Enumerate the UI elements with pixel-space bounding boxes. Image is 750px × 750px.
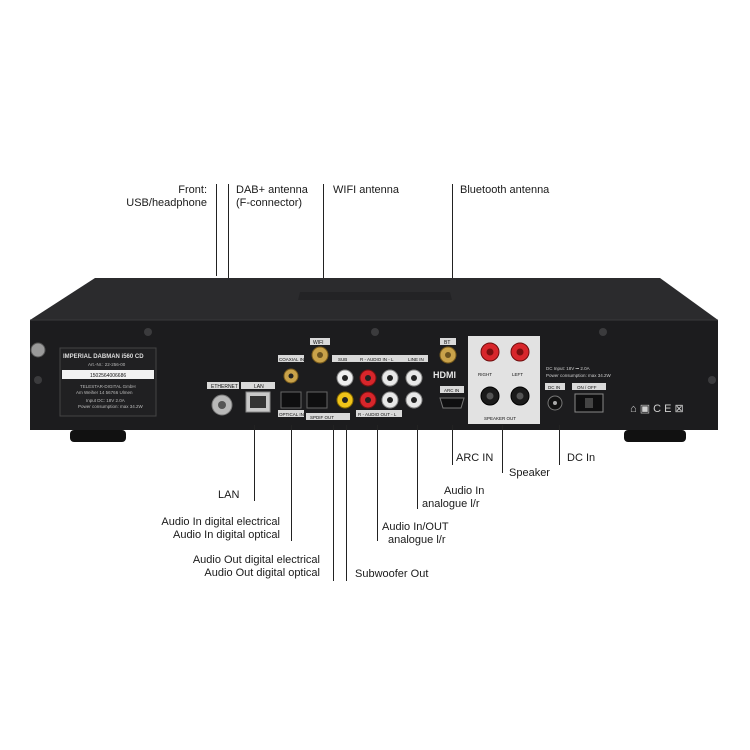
dc-in-label-plate <box>545 383 565 390</box>
screw <box>708 376 716 384</box>
label-audio-in-out-line2: analogue l/r <box>388 534 446 546</box>
label-audio-out-digital-line1: Audio Out digital electrical <box>192 554 320 566</box>
spdif-label: SPDIF OUT <box>310 415 334 420</box>
foot-left <box>70 430 126 442</box>
hdmi-logo: HDMI <box>433 370 456 380</box>
lan-port-label: LAN <box>254 384 264 390</box>
screw <box>144 328 152 336</box>
rating-model: IMPERIAL DABMAN i560 CD <box>63 354 144 360</box>
label-audio-in-line1: Audio In <box>444 485 485 497</box>
leader-subwoofer <box>346 425 347 581</box>
label-audio-in-line2: analogue l/r <box>422 498 480 510</box>
speaker-terminal-plate <box>468 336 540 424</box>
label-audio-in: Audio In analogue l/r <box>422 485 485 511</box>
leader-dab <box>228 184 229 284</box>
label-dc-in: DC In <box>567 452 596 464</box>
label-subwoofer: Subwoofer Out <box>355 568 429 580</box>
speaker-right-label: RIGHT <box>478 372 492 377</box>
speaker-out-label: SPEAKER OUT <box>484 416 516 421</box>
foot-right <box>624 430 686 442</box>
rating-power: Power consumption: max 34.2W <box>78 404 144 409</box>
audio-in-label-plate <box>332 355 428 362</box>
dc-input-spec: DC Input: 18V ⎓ 2.0A <box>546 366 590 371</box>
coax-label-plate <box>278 355 304 362</box>
leader-audio-in <box>417 425 418 509</box>
dc-in-port-label: DC IN <box>548 385 560 390</box>
leader-front-usb <box>216 184 217 276</box>
label-audio-in-out-line1: Audio In/OUT <box>382 521 449 533</box>
coax-label: COAXIAL IN <box>279 357 304 362</box>
label-front-usb-line2: USB/headphone <box>126 197 207 209</box>
label-audio-in-digital-line2: Audio In digital optical <box>172 529 280 541</box>
label-audio-in-digital-line1: Audio In digital electrical <box>161 516 280 528</box>
wifi-label: WIFI <box>313 340 324 346</box>
optical-label-plate <box>278 410 304 417</box>
optical-label: OPTICAL IN <box>279 412 304 417</box>
power-switch-label: ON / OFF <box>577 385 597 390</box>
leader-lan <box>254 425 255 501</box>
speaker-left-label: LEFT <box>512 372 523 377</box>
rating-label <box>59 347 157 417</box>
ethernet-label: ETHERNET <box>211 384 238 390</box>
label-audio-out-digital: Audio Out digital electrical Audio Out d… <box>193 554 320 580</box>
audio-out-label: R - AUDIO OUT - L <box>358 412 397 417</box>
spdif-label-plate <box>306 413 350 420</box>
sub-label: SUB <box>338 357 347 362</box>
label-wifi-antenna: WIFI antenna <box>333 184 400 196</box>
rating-artno: Art.-Nr.: 22-256-00 <box>88 362 126 367</box>
label-dab-line1: DAB+ antenna <box>236 184 308 196</box>
rating-address: Am Weiher 14 56766 Ulmen <box>76 390 133 395</box>
label-front-usb-line1: Front: <box>178 184 207 196</box>
optical-out-port <box>306 391 328 409</box>
label-speaker: Speaker <box>509 467 550 479</box>
rating-serial: 1502564006686 <box>90 373 126 379</box>
leader-audio-in-out <box>377 425 378 541</box>
leader-bluetooth <box>452 184 453 284</box>
optical-in-port <box>280 391 302 409</box>
arc-port-label: ARC IN <box>444 388 459 393</box>
rating-manufacturer: TELESTAR-DIGITAL GmbH <box>80 384 136 389</box>
label-arc-in: ARC IN <box>456 452 494 464</box>
serial-barcode-strip <box>62 370 154 379</box>
screw <box>34 376 42 384</box>
leader-audio-in-digital <box>291 425 292 541</box>
label-front-usb: Front: USB/headphone <box>126 184 207 210</box>
bt-label-plate <box>440 338 456 345</box>
ground-screw <box>30 342 46 358</box>
label-audio-in-digital: Audio In digital electrical Audio In dig… <box>161 516 280 542</box>
label-audio-out-digital-line2: Audio Out digital optical <box>204 567 320 579</box>
screw <box>371 328 379 336</box>
leader-arc-in <box>452 425 453 465</box>
label-dab-antenna: DAB+ antenna (F-connector) <box>236 184 308 210</box>
line-in-label: LINE IN <box>408 357 424 362</box>
leader-audio-out-digital <box>333 425 334 581</box>
top-logo-emboss <box>298 292 452 300</box>
arc-label-plate <box>440 386 464 393</box>
bt-label: BT <box>444 340 450 346</box>
audio-in-lr-label: R - AUDIO IN - L <box>360 357 394 362</box>
wifi-label-plate <box>310 338 330 345</box>
ethernet-label-plate <box>207 382 239 389</box>
dc-power-spec: Power consumption: max 34.2W <box>546 373 612 378</box>
certification-marks: ⌂ ▣ C E ⊠ <box>630 403 684 415</box>
power-label-plate <box>572 383 606 390</box>
rating-input: Input DC: 18V 2.0A <box>86 398 125 403</box>
label-lan: LAN <box>218 489 240 501</box>
label-dab-line2: (F-connector) <box>236 197 303 209</box>
label-audio-in-out: Audio In/OUT analogue l/r <box>382 521 449 547</box>
leader-speaker <box>502 425 503 473</box>
screw <box>599 328 607 336</box>
leader-wifi <box>323 184 324 284</box>
lan-label-plate <box>241 382 275 389</box>
hdmi-port <box>439 397 465 409</box>
leader-dc-in <box>559 425 560 465</box>
label-bluetooth-antenna: Bluetooth antenna <box>460 184 550 196</box>
audio-out-label-plate <box>356 410 402 417</box>
